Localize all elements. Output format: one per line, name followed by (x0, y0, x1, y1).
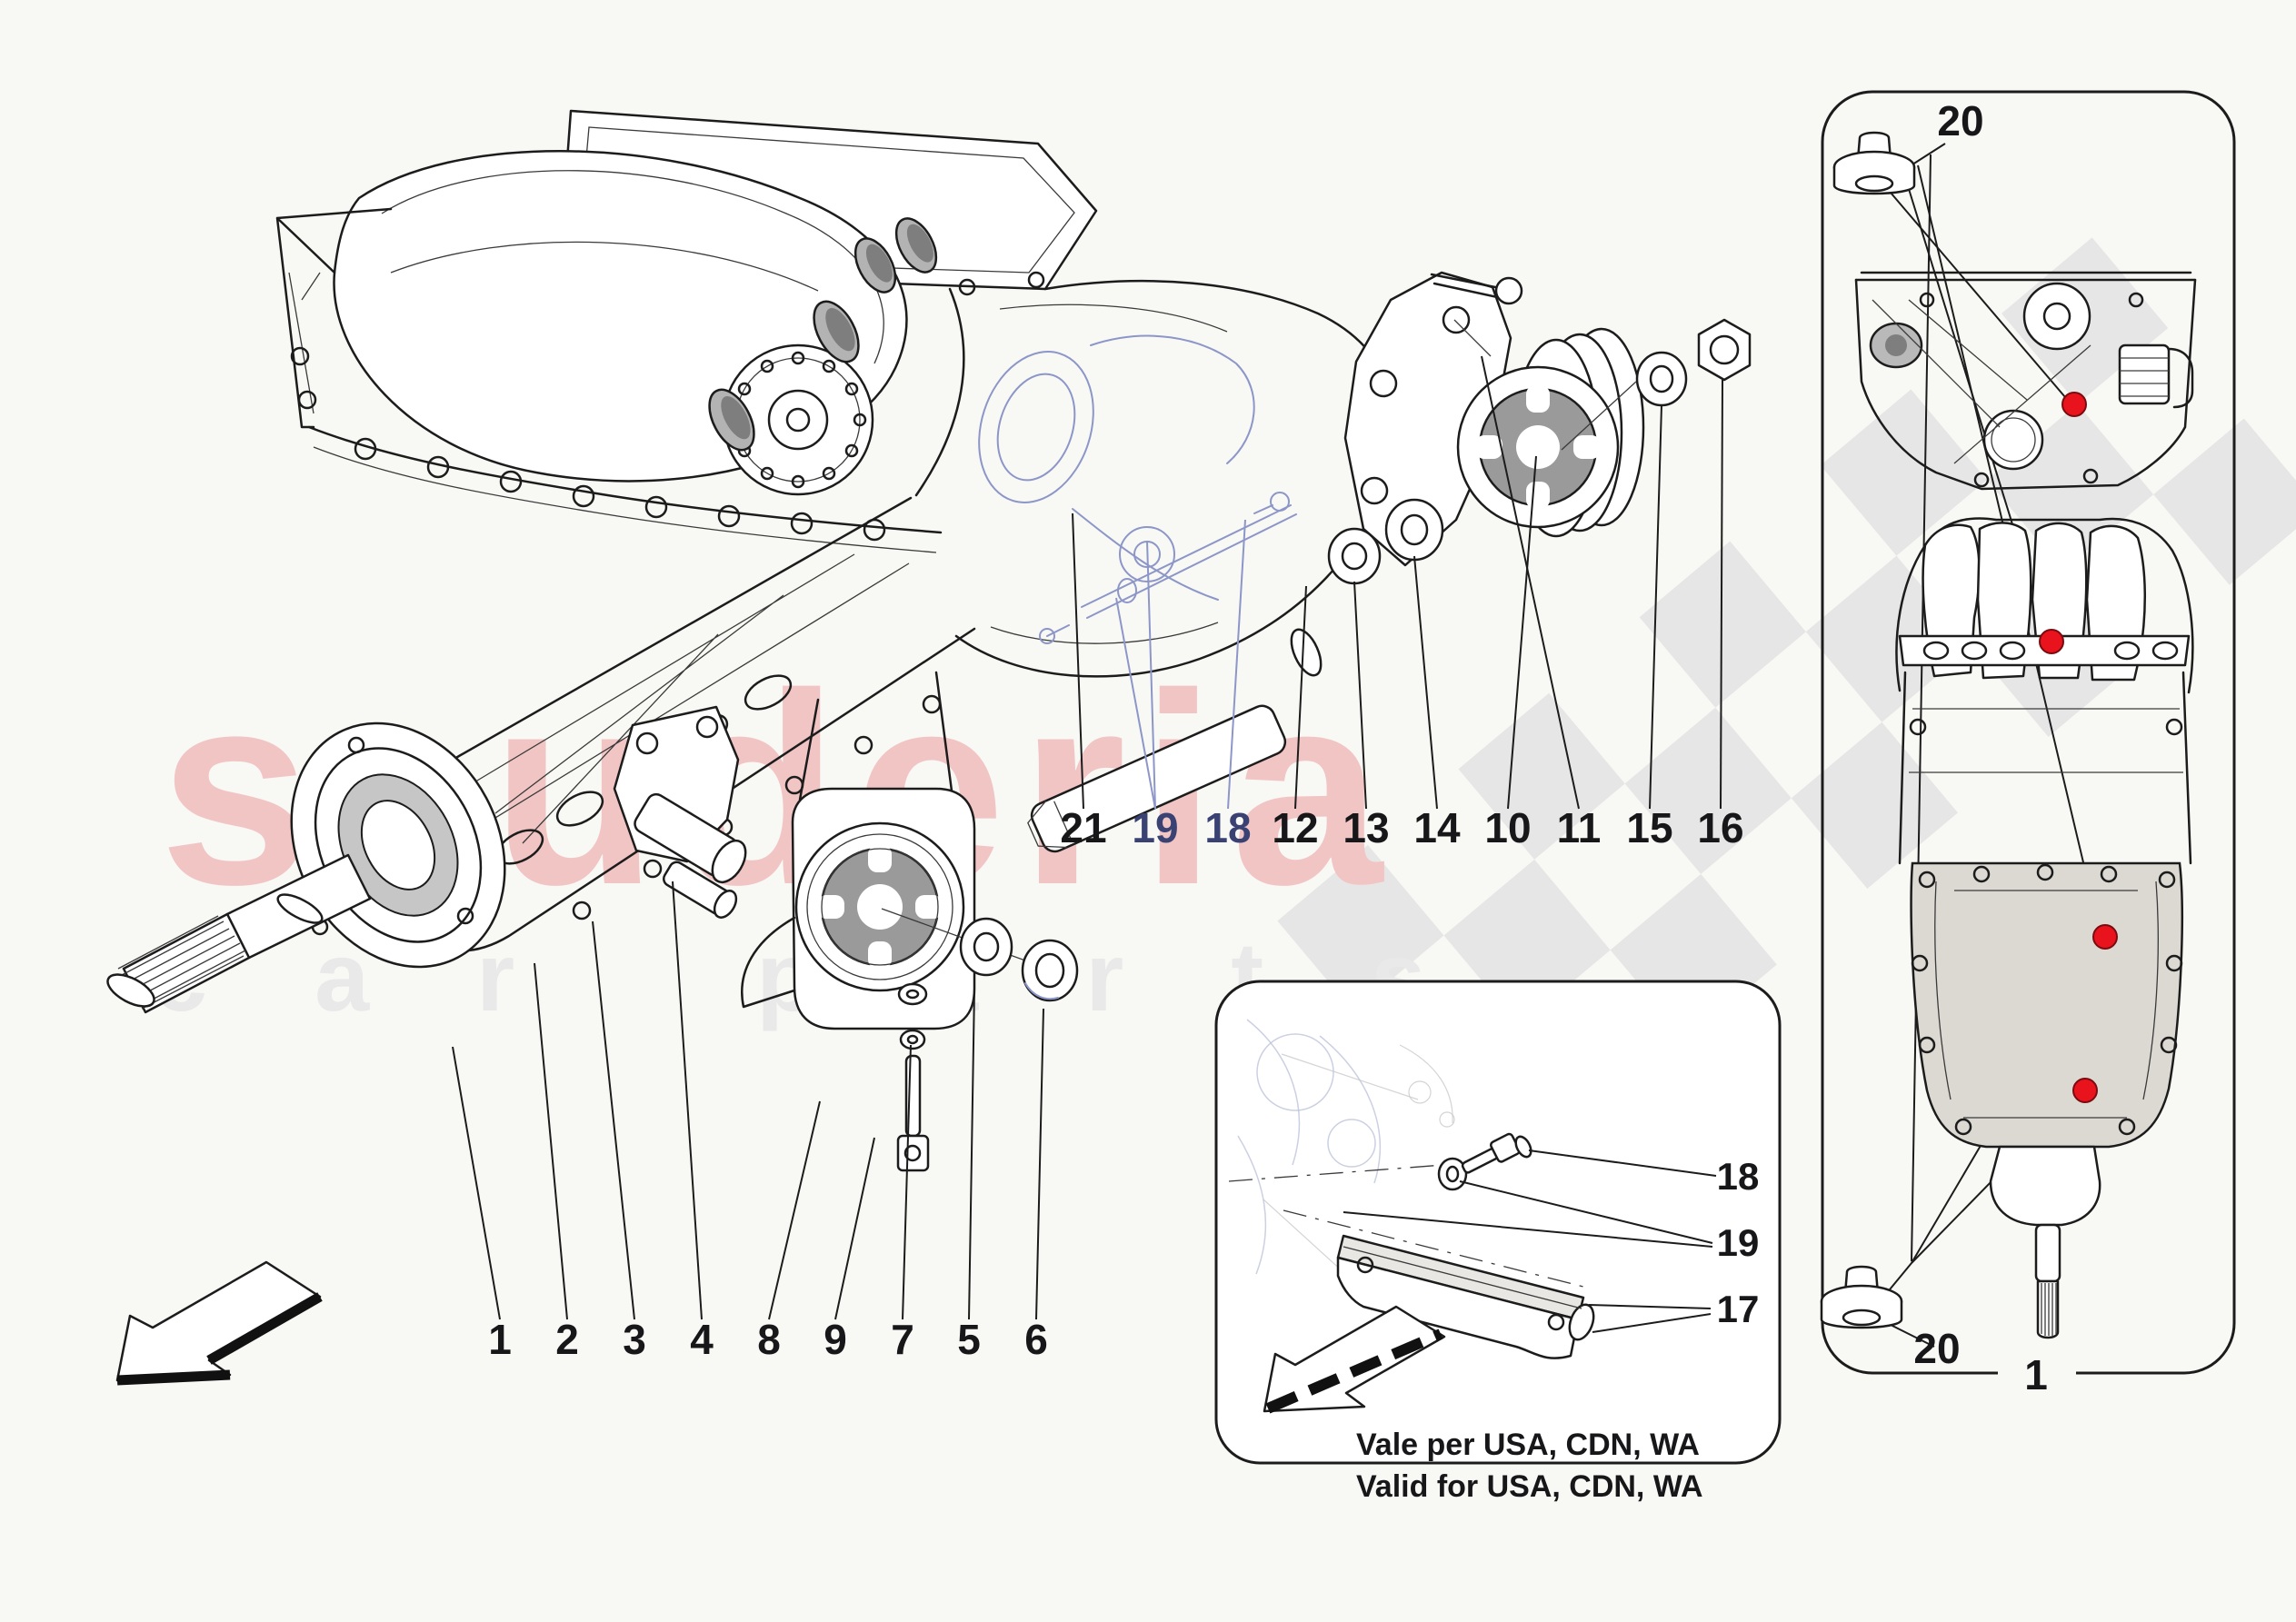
mount-point-dot-tail (2072, 1078, 2098, 1103)
callout-16: 16 (1697, 804, 1743, 851)
callout-1: 1 (488, 1316, 512, 1363)
callout-10: 10 (1484, 804, 1531, 851)
callout-6: 6 (1024, 1316, 1048, 1363)
inset-note-italian: Vale per USA, CDN, WA (1356, 1428, 1700, 1462)
callout-7: 7 (891, 1316, 914, 1363)
inset-direction-arrow (1263, 1305, 1446, 1414)
inset-callout-17: 17 (1717, 1288, 1760, 1330)
callout-21: 21 (1060, 804, 1106, 851)
usa-cdn-wa-inset: 18 19 17 Vale per USA, CDN, WA Valid for… (1214, 980, 1782, 1504)
inset-callout-19: 19 (1717, 1221, 1760, 1264)
inset-bracket-plate (1336, 1234, 1595, 1359)
callout-11: 11 (1557, 804, 1602, 851)
side-panel: 20 (1820, 90, 2236, 1398)
leader-lines-bottom (452, 881, 1044, 1320)
border-gap (1998, 1350, 2076, 1398)
callout-18: 18 (1204, 804, 1251, 851)
inset-note-english: Valid for USA, CDN, WA (1356, 1469, 1703, 1504)
gearbox-main-drawing: 1 2 3 4 8 9 7 5 6 21 19 18 12 13 14 10 1… (106, 109, 1752, 1363)
inset-leader-lines (1343, 1149, 1717, 1333)
inset-callout-18: 18 (1717, 1155, 1760, 1198)
callout-19: 19 (1132, 804, 1178, 851)
callout-15: 15 (1626, 804, 1672, 851)
sensor-bosses (708, 217, 938, 452)
output-shaft (106, 853, 372, 1014)
gearbox-rear-view (1854, 271, 2197, 491)
callout-3: 3 (623, 1316, 646, 1363)
mount-point-dot-rear (2061, 392, 2087, 417)
gearbox-plan-view (1895, 517, 2194, 1339)
spacer-pin (1027, 628, 1323, 853)
callout-12: 12 (1272, 804, 1318, 851)
callout-14: 14 (1413, 804, 1461, 851)
mount-point-dot-deck (2039, 629, 2064, 654)
inset-bolt (1461, 1132, 1532, 1174)
mount-point-dot-pan (2092, 924, 2118, 950)
inset-faint-sketch (1237, 1019, 1455, 1275)
panel-callout-20-top: 20 (1937, 97, 1983, 144)
leader-lines-middle (1072, 355, 1723, 810)
direction-arrow (115, 1260, 323, 1386)
callout-8: 8 (757, 1316, 781, 1363)
panel-callout-20-bottom: 20 (1913, 1325, 1960, 1372)
callout-2: 2 (555, 1316, 579, 1363)
gearbox-mount (1327, 271, 1752, 585)
callout-5: 5 (957, 1316, 981, 1363)
callout-labels-bottom: 1 2 3 4 8 9 7 5 6 (488, 1316, 1048, 1363)
inset-washer (1437, 1157, 1468, 1191)
leader-lines-blue (1115, 519, 1246, 810)
callout-4: 4 (690, 1316, 714, 1363)
callout-13: 13 (1343, 804, 1389, 851)
panel-callout-1: 1 (2024, 1351, 2048, 1398)
grommet-top (1832, 131, 1916, 195)
hidden-parts-blue (978, 334, 1297, 644)
grommet-bottom (1820, 1265, 1903, 1329)
callout-9: 9 (824, 1316, 847, 1363)
rear-mount-assembly (741, 671, 1079, 1172)
stud-bracket (613, 705, 747, 919)
callout-labels-middle: 21 19 18 12 13 14 10 11 15 16 (1060, 804, 1743, 851)
